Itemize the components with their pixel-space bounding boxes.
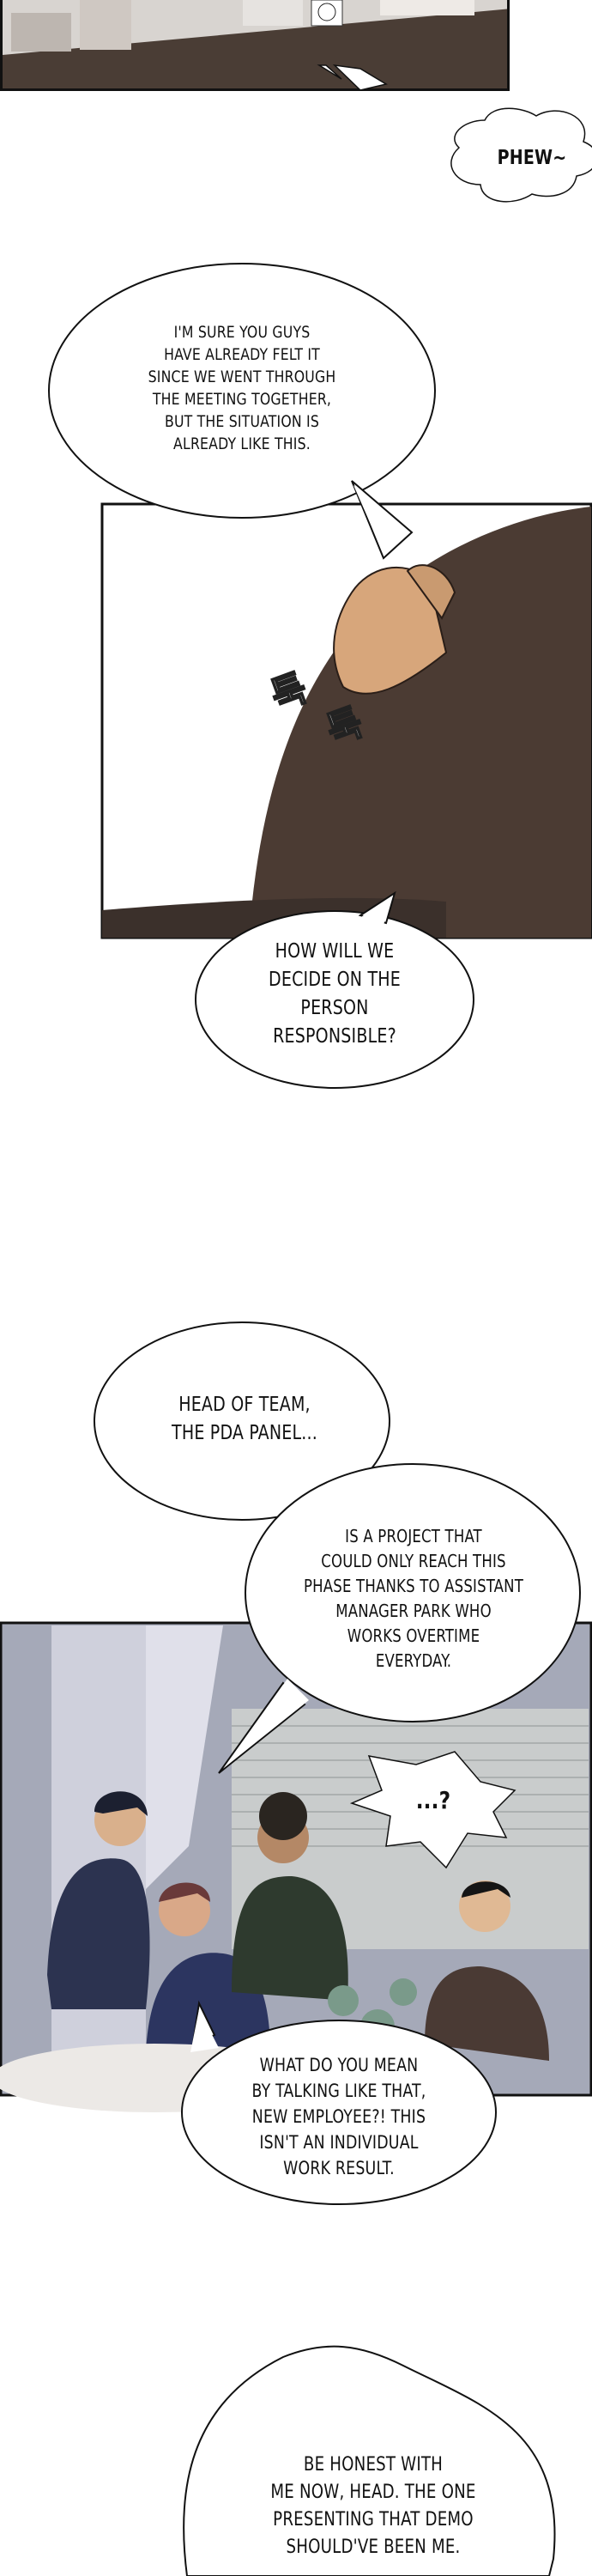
- bubble-situation: I'M SURE YOU GUYS HAVE ALREADY FELT IT S…: [148, 323, 336, 453]
- bubble-responsible: HOW WILL WE DECIDE ON THE PERSON RESPONS…: [269, 940, 401, 1048]
- bubble-be-honest: BE HONEST WITH ME NOW, HEAD. THE ONE PRE…: [270, 2454, 476, 2558]
- bubble-phew: PHEW~: [497, 147, 567, 169]
- clock-icon: [317, 3, 336, 21]
- office-scene-art: [3, 0, 507, 55]
- character-seated-right: [425, 1880, 549, 2061]
- panel-office-top: [0, 0, 510, 91]
- panel-hand-closeup: [100, 502, 592, 939]
- bubble-project: IS A PROJECT THAT COULD ONLY REACH THIS …: [303, 1526, 524, 1671]
- bubble-head-of-team: HEAD OF TEAM, THE PDA PANEL...: [172, 1394, 317, 1444]
- character-standing-middle: [232, 1792, 348, 2001]
- bubble-phew-shape: [317, 64, 592, 203]
- bubble-question: ...?: [415, 1786, 451, 1814]
- bubble-situation-shape: [48, 263, 436, 519]
- bubble-what-do-you-mean: WHAT DO YOU MEAN BY TALKING LIKE THAT, N…: [251, 2055, 426, 2178]
- character-standing-left: [47, 1791, 150, 2009]
